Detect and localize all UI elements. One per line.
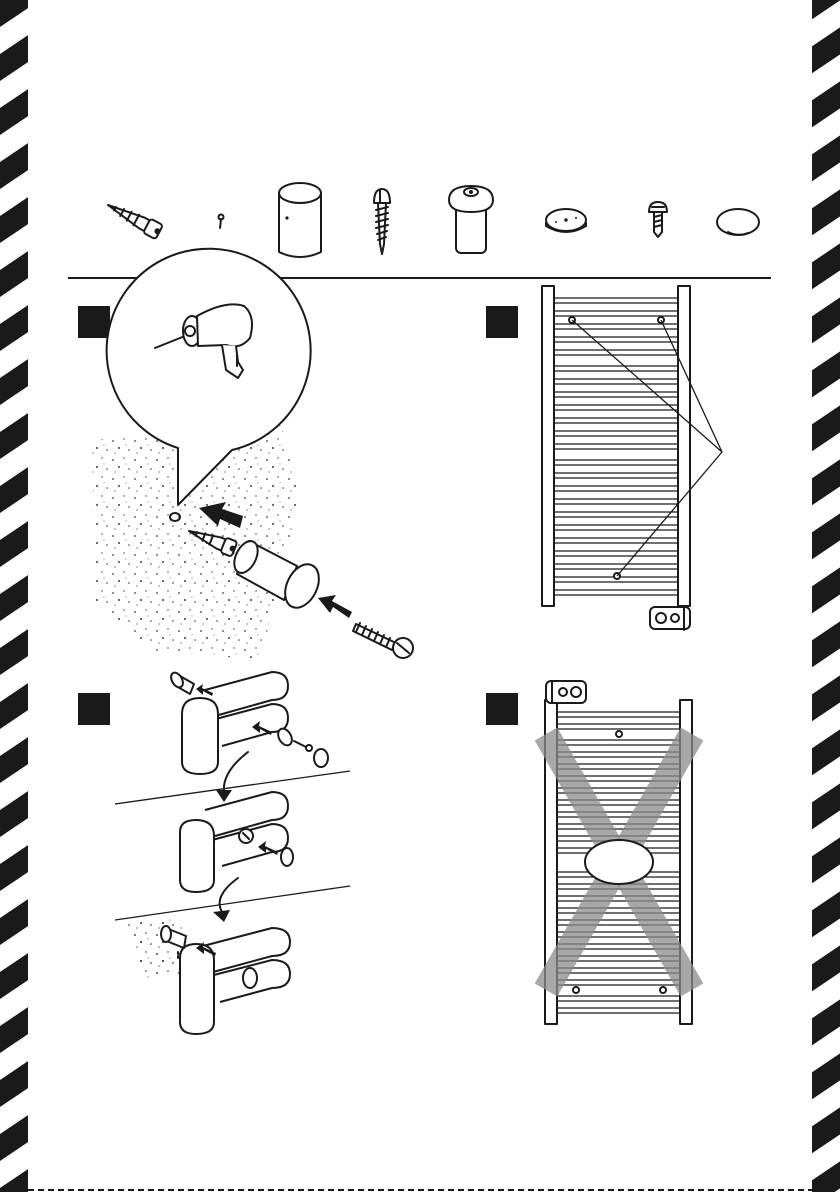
wrong-orientation-step	[486, 681, 692, 1024]
stage-divider-1	[115, 771, 350, 804]
insert-arrow-screw	[318, 595, 352, 618]
step-1-marker	[78, 306, 110, 338]
right-hazard-stripe	[812, 0, 840, 1192]
stage-divider-2	[115, 886, 350, 920]
heating-element-oval	[585, 840, 653, 884]
washer-disc-icon	[546, 209, 586, 232]
machine-screw-icon	[649, 202, 667, 237]
long-screw	[353, 623, 413, 658]
spacer-tube-icon	[279, 183, 321, 257]
valve-connector-top	[546, 681, 586, 703]
bracket-stage-2	[180, 792, 293, 892]
drill-and-anchor-step	[78, 249, 413, 660]
step-3-marker	[78, 693, 110, 725]
wood-screw-icon	[374, 189, 390, 254]
cap-part	[169, 671, 194, 694]
cover-cap-icon	[717, 209, 759, 235]
radiator-mount-points-step	[486, 286, 722, 630]
valve-connector	[650, 607, 690, 630]
stage-arrow-2	[220, 878, 238, 912]
wall-plug-icon	[104, 198, 164, 240]
mounting-cap-icon	[449, 186, 493, 253]
small-pin-icon	[219, 215, 224, 229]
parts-row	[104, 183, 759, 257]
bracket-assembly-step	[78, 671, 350, 1034]
step-4-marker	[486, 693, 518, 725]
bracket-stage-3	[125, 918, 290, 1034]
step-2-marker	[486, 306, 518, 338]
left-hazard-stripe	[0, 0, 28, 1192]
bracket-stage-1	[169, 671, 328, 774]
